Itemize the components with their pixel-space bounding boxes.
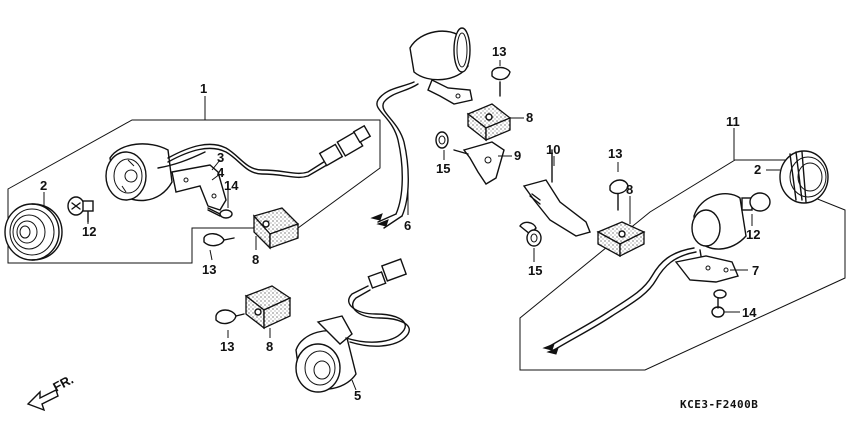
grommet-right (609, 179, 629, 211)
nut-right-center (526, 229, 542, 247)
harness-left-wire (167, 143, 331, 175)
right-assembly-frame (519, 159, 846, 371)
callout-3: 3 (217, 150, 224, 165)
callout-1: 1 (200, 81, 207, 96)
diagram-code: KCE3-F2400B (680, 398, 758, 411)
callout-13-left: 13 (202, 262, 216, 277)
callout-13-right: 13 (608, 146, 622, 161)
callout-15-right: 15 (528, 263, 542, 278)
callout-7: 7 (752, 263, 759, 278)
callout-11: 11 (726, 114, 740, 129)
callout-14-left: 14 (224, 178, 239, 193)
callout-8-bottom: 8 (266, 339, 273, 354)
callout-13-bottom: 13 (220, 339, 234, 354)
bracket-9 (453, 141, 505, 185)
callout-14-right: 14 (742, 305, 757, 320)
callout-12-left: 12 (82, 224, 96, 239)
winker-bottom (295, 258, 410, 393)
rubber-center (466, 103, 512, 142)
lens-right (779, 150, 829, 204)
housing-right (691, 193, 747, 263)
left-assembly-frame (7, 119, 381, 264)
callout-13-center: 13 (492, 44, 506, 59)
grommet-center (491, 66, 511, 97)
connector-left (318, 124, 372, 167)
rubber-right (596, 221, 646, 258)
stay-left (157, 151, 227, 211)
screw-right (711, 289, 727, 318)
bracket-10 (519, 149, 591, 237)
rubber-bottom (244, 285, 292, 330)
callout-6: 6 (404, 218, 411, 233)
callout-5: 5 (354, 388, 361, 403)
callout-8-left: 8 (252, 252, 259, 267)
harness-right-wire (549, 247, 695, 347)
grommet-bottom (215, 309, 245, 325)
callout-2-left: 2 (40, 178, 47, 193)
callout-15-center: 15 (436, 161, 450, 176)
grommet-left (203, 233, 235, 247)
lens-left (4, 203, 63, 261)
callout-10: 10 (546, 142, 560, 157)
bulb-right (741, 192, 771, 212)
stay-right (674, 255, 739, 283)
callout-8-right: 8 (626, 182, 633, 197)
screw-left (207, 207, 233, 219)
bulb-left (67, 196, 94, 223)
nut-center (435, 131, 449, 149)
winker-center-top (370, 27, 473, 229)
front-direction-arrow-icon (26, 389, 59, 412)
housing-left (105, 143, 173, 202)
callout-4: 4 (217, 165, 225, 180)
leader-lines (43, 60, 780, 391)
callout-2-right: 2 (754, 162, 761, 177)
callout-8-center: 8 (526, 110, 533, 125)
callout-12-right: 12 (746, 227, 760, 242)
rubber-left (252, 207, 300, 250)
callout-9: 9 (514, 148, 521, 163)
